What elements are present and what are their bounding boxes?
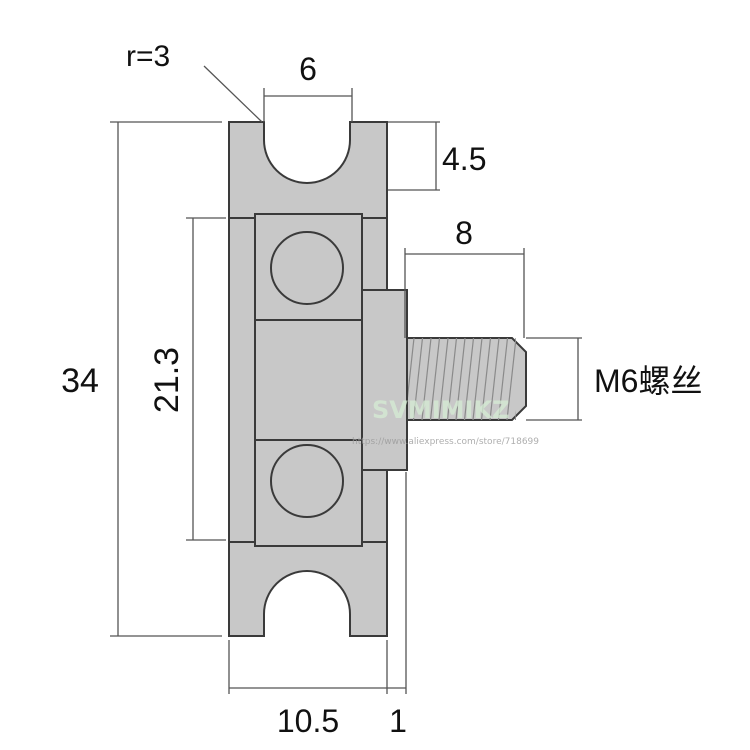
label-wheel-width: 10.5 <box>277 703 339 739</box>
label-bearing-height: 21.3 <box>148 347 186 413</box>
label-radius: r=3 <box>126 40 170 73</box>
wheel-top-flange <box>228 121 388 219</box>
thread-line <box>412 338 424 420</box>
label-total-height: 34 <box>61 362 99 400</box>
bearing-ball-bottom <box>270 444 344 518</box>
radius-leader-line <box>203 65 263 123</box>
dim-bearing-height <box>186 217 226 541</box>
thread-line <box>429 338 441 420</box>
label-thread-size: M6螺丝 <box>594 363 702 399</box>
thread-line <box>472 338 483 420</box>
thread-line <box>438 338 449 420</box>
thread-line <box>497 338 509 420</box>
watermark-brand: SVMIMIKZ <box>372 396 509 424</box>
label-groove-width: 6 <box>299 51 317 87</box>
thread-line <box>408 338 415 399</box>
dim-groove-width <box>263 88 353 122</box>
wheel-web <box>228 217 256 543</box>
thread-line <box>489 338 500 420</box>
thread-line <box>421 338 432 420</box>
bearing-ball-top <box>270 231 344 305</box>
wheel-bottom-flange <box>228 541 388 637</box>
thread-line <box>455 338 466 420</box>
thread-line <box>506 338 516 420</box>
watermark-url: https://www.aliexpress.com/store/718699 <box>352 437 539 447</box>
dim-groove-depth <box>388 121 440 191</box>
dim-total-height <box>110 121 222 637</box>
thread-line <box>446 338 458 420</box>
thread-line <box>463 338 475 420</box>
dim-wheel-width <box>228 472 407 694</box>
thread-line <box>480 338 492 420</box>
label-screw-length: 8 <box>455 215 473 251</box>
label-spacer-width: 1 <box>389 703 407 739</box>
screw-thread-lines <box>408 338 516 420</box>
label-groove-depth: 4.5 <box>442 141 486 177</box>
dim-thread-size <box>526 337 582 421</box>
hub-spacer <box>361 289 408 471</box>
dim-screw-length <box>404 248 525 338</box>
